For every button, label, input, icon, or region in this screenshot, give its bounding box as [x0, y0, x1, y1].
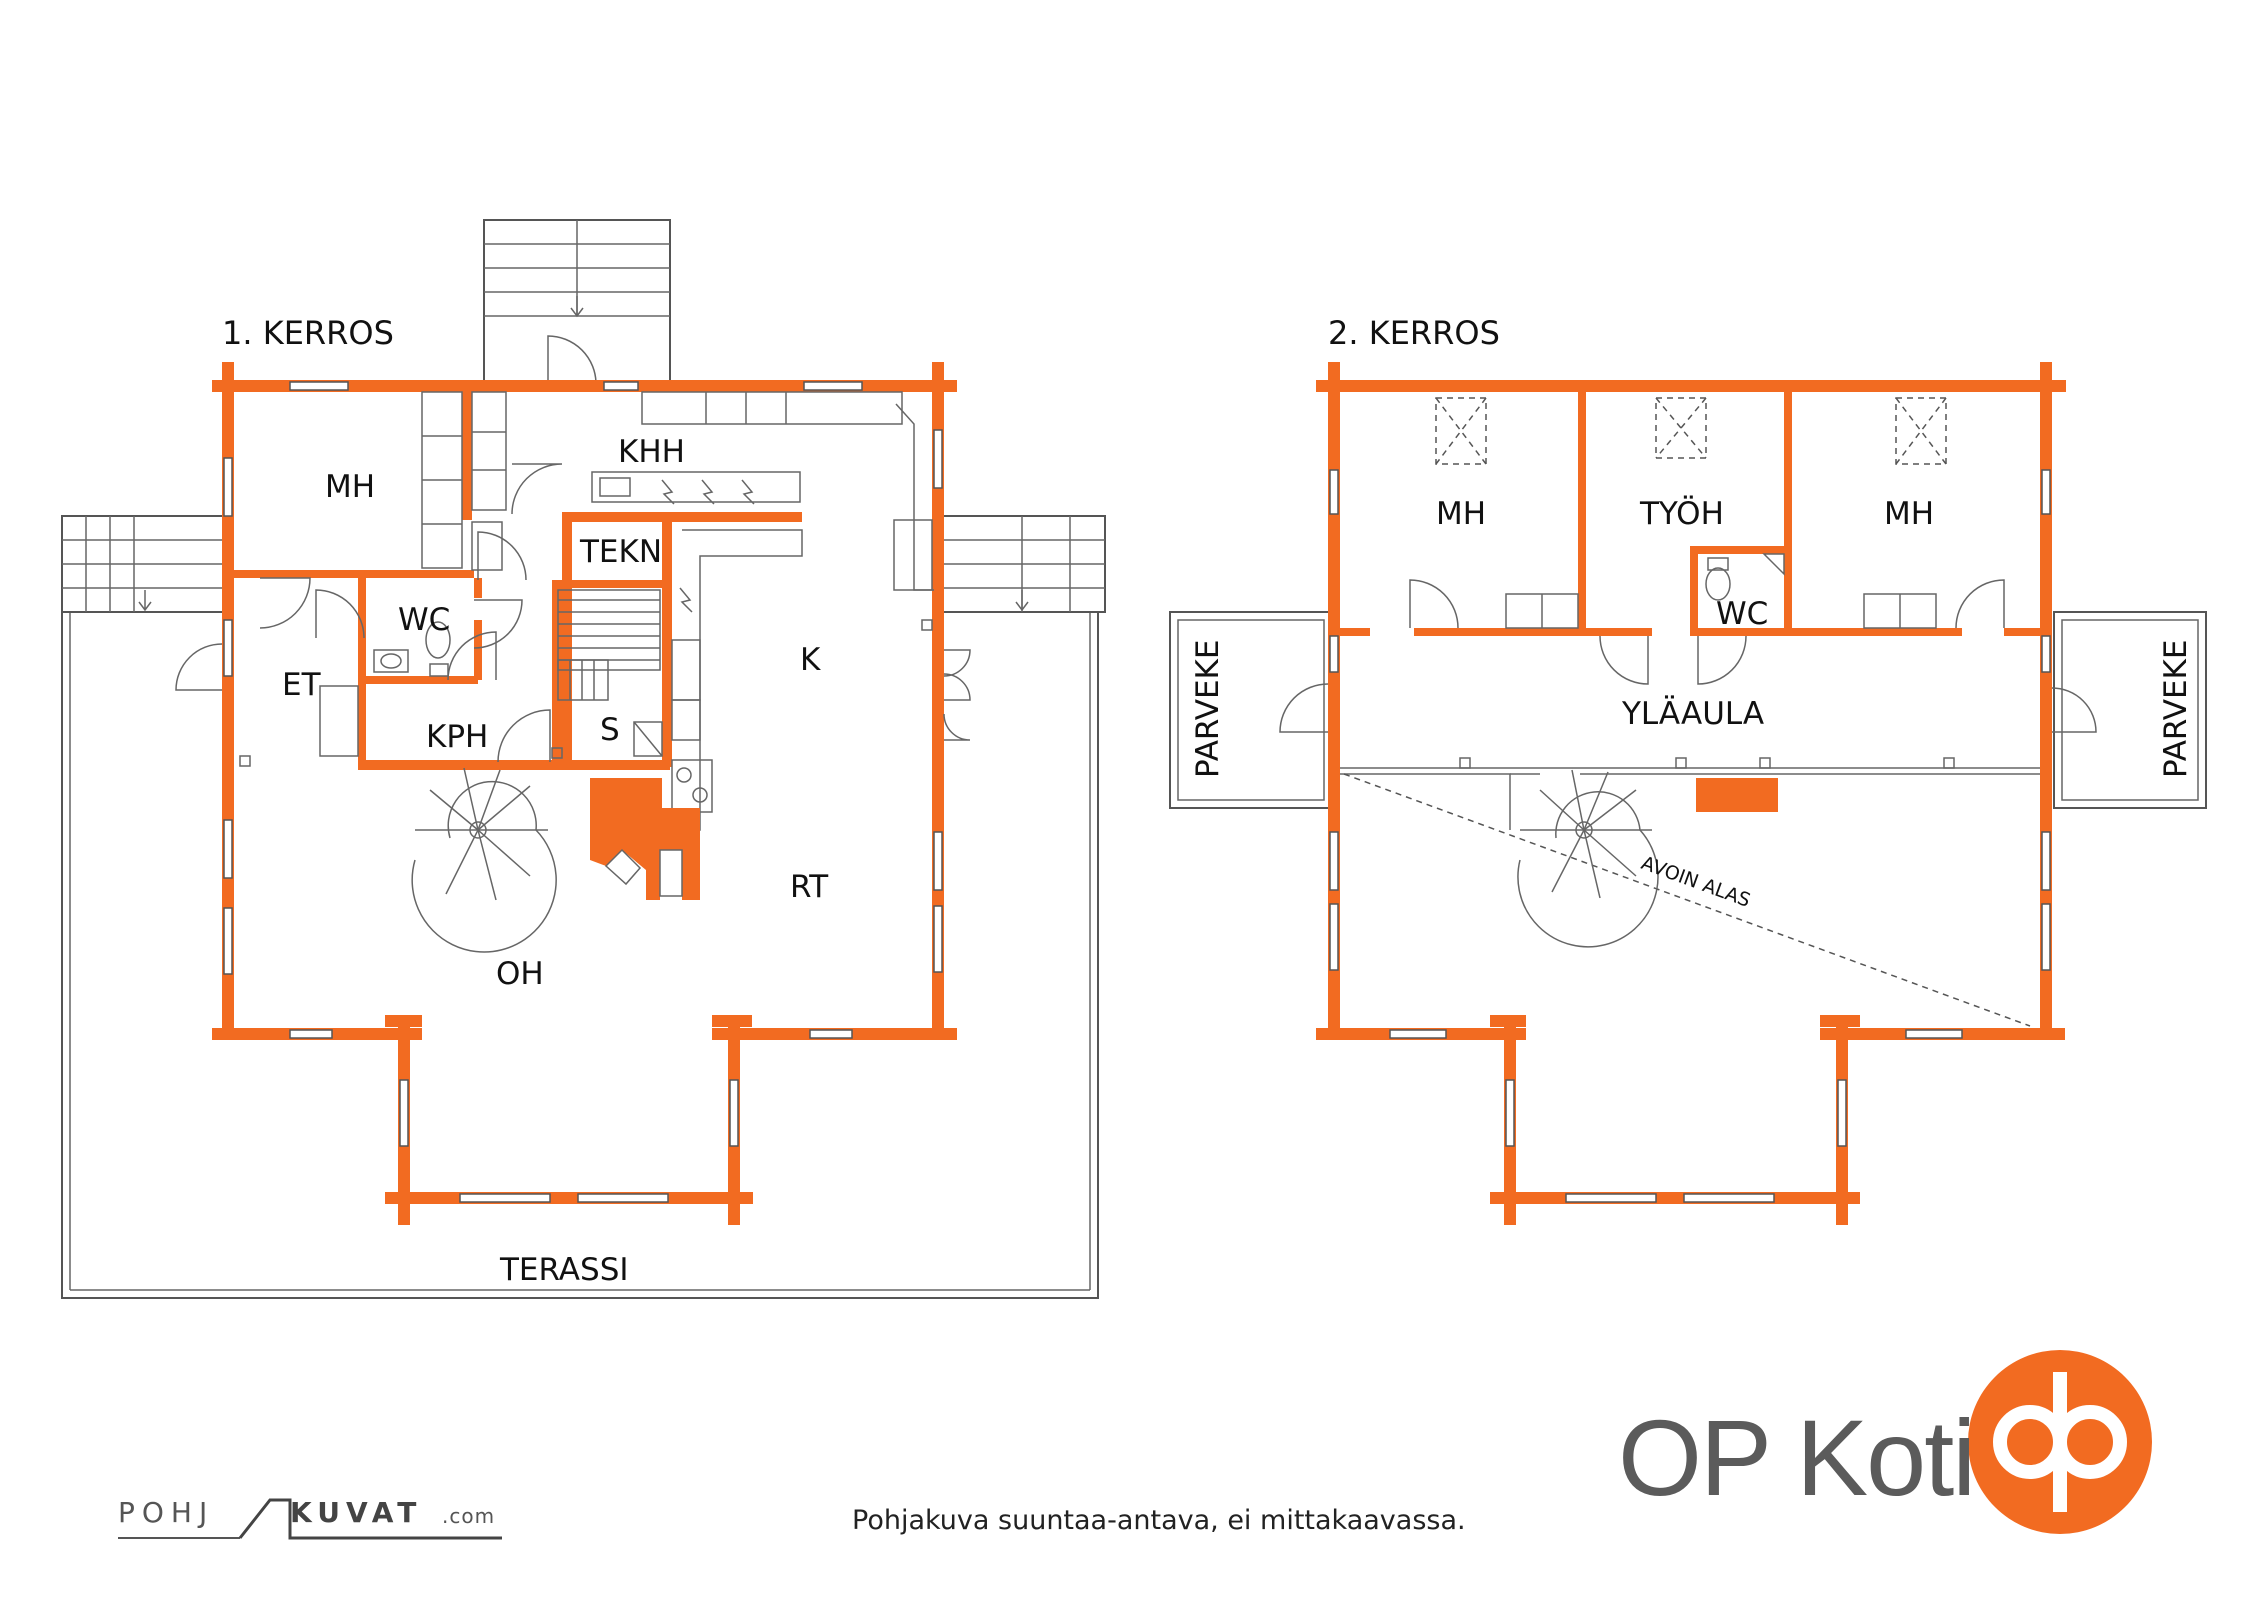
room-rt: RT	[790, 869, 829, 905]
entrance-steps-right	[939, 515, 1106, 613]
floor-2-fixtures	[1279, 397, 2097, 1027]
room-terassi: TERASSI	[499, 1252, 629, 1288]
floor-1-labels: 1. KERROS MH KHH TEKN WC ET KPH S K RT O…	[222, 314, 829, 1288]
pohjakuvat-brand-domain: .com	[442, 1504, 496, 1528]
room-k: K	[800, 642, 821, 678]
floor-1-plan: 1. KERROS MH KHH TEKN WC ET KPH S K RT O…	[61, 219, 1106, 1299]
room-tekn: TEKN	[579, 534, 662, 570]
room-mh-left: MH	[1436, 496, 1486, 532]
room-tyoh: TYÖH	[1639, 495, 1724, 532]
floor-1-exterior-walls	[212, 362, 957, 1225]
floor-2-plan: 2. KERROS MH TYÖH MH WC YLÄAULA PARVEKE …	[1169, 314, 2207, 1225]
floor-2-spiral-stair	[1517, 769, 1659, 948]
floor-1-interior-walls	[234, 380, 802, 770]
floor-1-spiral-stair	[411, 767, 557, 953]
room-wc-2: WC	[1716, 596, 1768, 632]
room-s: S	[600, 712, 620, 748]
room-khh: KHH	[618, 434, 685, 470]
floor-1-windows	[223, 381, 943, 1203]
op-koti-brand: OP Koti	[1618, 1397, 1976, 1518]
floor-2-interior-walls	[1340, 380, 2040, 636]
floor-1-title: 1. KERROS	[222, 314, 394, 352]
op-logo	[1968, 1350, 2152, 1534]
entrance-steps-left	[61, 515, 228, 613]
disclaimer-note: Pohjakuva suuntaa-antava, ei mittakaavas…	[852, 1505, 1466, 1536]
pohjakuvat-brand-right: KUVAT	[290, 1496, 423, 1529]
floor-2-title: 2. KERROS	[1328, 314, 1500, 352]
balconies	[1169, 611, 2207, 809]
room-mh: MH	[325, 469, 375, 505]
room-wc: WC	[398, 602, 450, 638]
floor-1-fixtures	[175, 391, 971, 831]
room-oh: OH	[496, 956, 544, 992]
room-et: ET	[282, 667, 322, 703]
fireplace	[590, 778, 700, 900]
floor-2-exterior-walls	[1316, 362, 2066, 1225]
terrace-outline	[61, 612, 1099, 1299]
entrance-steps-top	[483, 219, 671, 386]
room-parveke-left: PARVEKE	[1190, 640, 1226, 778]
room-parveke-right: PARVEKE	[2158, 640, 2194, 778]
room-kph: KPH	[426, 719, 488, 755]
floor-2-windows	[1329, 469, 2051, 1203]
pohjakuvat-brand-left: POHJ	[118, 1496, 215, 1529]
pohjakuvat-logo-mark	[118, 1498, 502, 1540]
room-ylaaula: YLÄAULA	[1621, 696, 1764, 732]
room-mh-right: MH	[1884, 496, 1934, 532]
